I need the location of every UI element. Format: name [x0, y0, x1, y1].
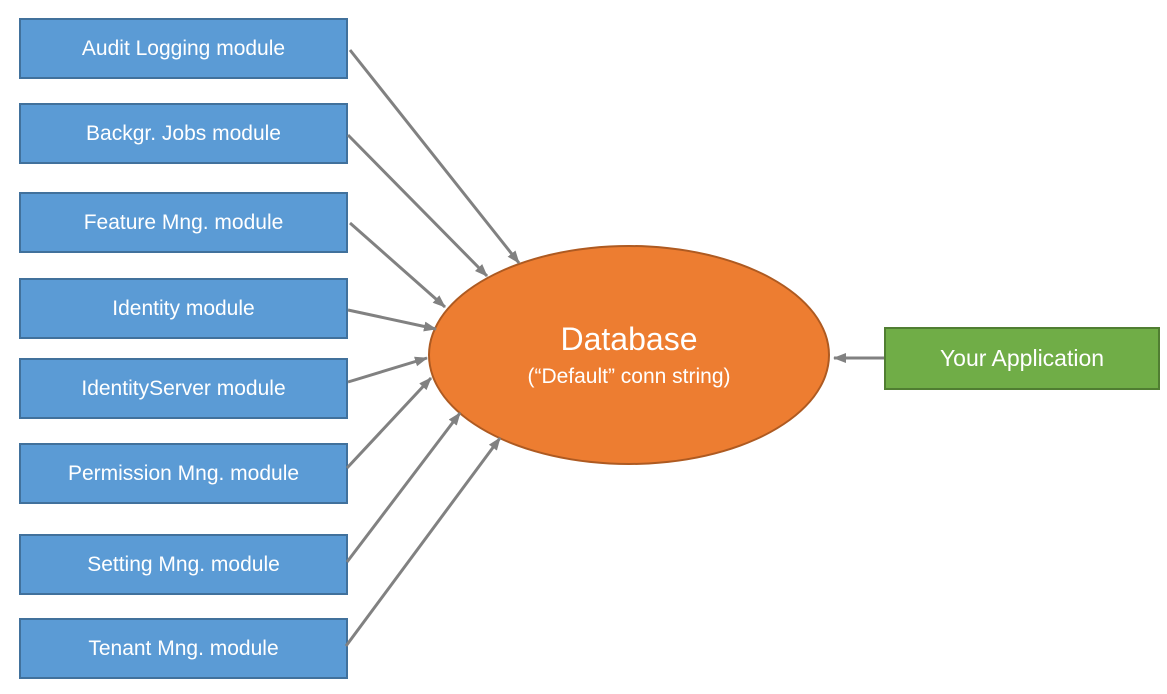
node-identity-module: Identity module — [19, 278, 348, 339]
node-label: Backgr. Jobs module — [86, 121, 281, 145]
database-title: Database — [560, 321, 698, 358]
node-identityserver-module: IdentityServer module — [19, 358, 348, 419]
node-label: Identity module — [112, 296, 255, 320]
arrow-identity-to-database — [347, 308, 437, 332]
node-label: Tenant Mng. module — [88, 636, 279, 660]
arrow-identityserver-to-database — [347, 356, 428, 384]
node-label: Audit Logging module — [81, 36, 286, 60]
arrow-permission-mng-to-database — [345, 376, 433, 470]
node-tenant-mng-module: Tenant Mng. module — [19, 618, 348, 679]
node-feature-mng-module: Feature Mng. module — [19, 192, 348, 253]
arrow-backgr-jobs-to-database — [346, 133, 489, 278]
node-audit-logging-module: Audit Logging module — [19, 18, 348, 79]
database-subtitle: (“Default” conn string) — [527, 364, 731, 388]
node-label: IdentityServer module — [81, 376, 286, 400]
node-label: Setting Mng. module — [87, 552, 280, 576]
node-label: Permission Mng. module — [67, 461, 300, 485]
arrow-tenant-mng-to-database — [344, 437, 502, 647]
arrow-setting-mng-to-database — [345, 412, 462, 563]
node-database: Database (“Default” conn string) — [428, 245, 830, 465]
node-setting-mng-module: Setting Mng. module — [19, 534, 348, 595]
node-permission-mng-module: Permission Mng. module — [19, 443, 348, 504]
arrow-feature-mng-to-database — [349, 221, 446, 309]
node-label: Feature Mng. module — [83, 210, 284, 234]
node-label: Your Application — [939, 345, 1105, 371]
node-backgr-jobs-module: Backgr. Jobs module — [19, 103, 348, 164]
arrow-audit-logging-to-database — [348, 49, 521, 264]
node-your-application: Your Application — [884, 327, 1160, 390]
